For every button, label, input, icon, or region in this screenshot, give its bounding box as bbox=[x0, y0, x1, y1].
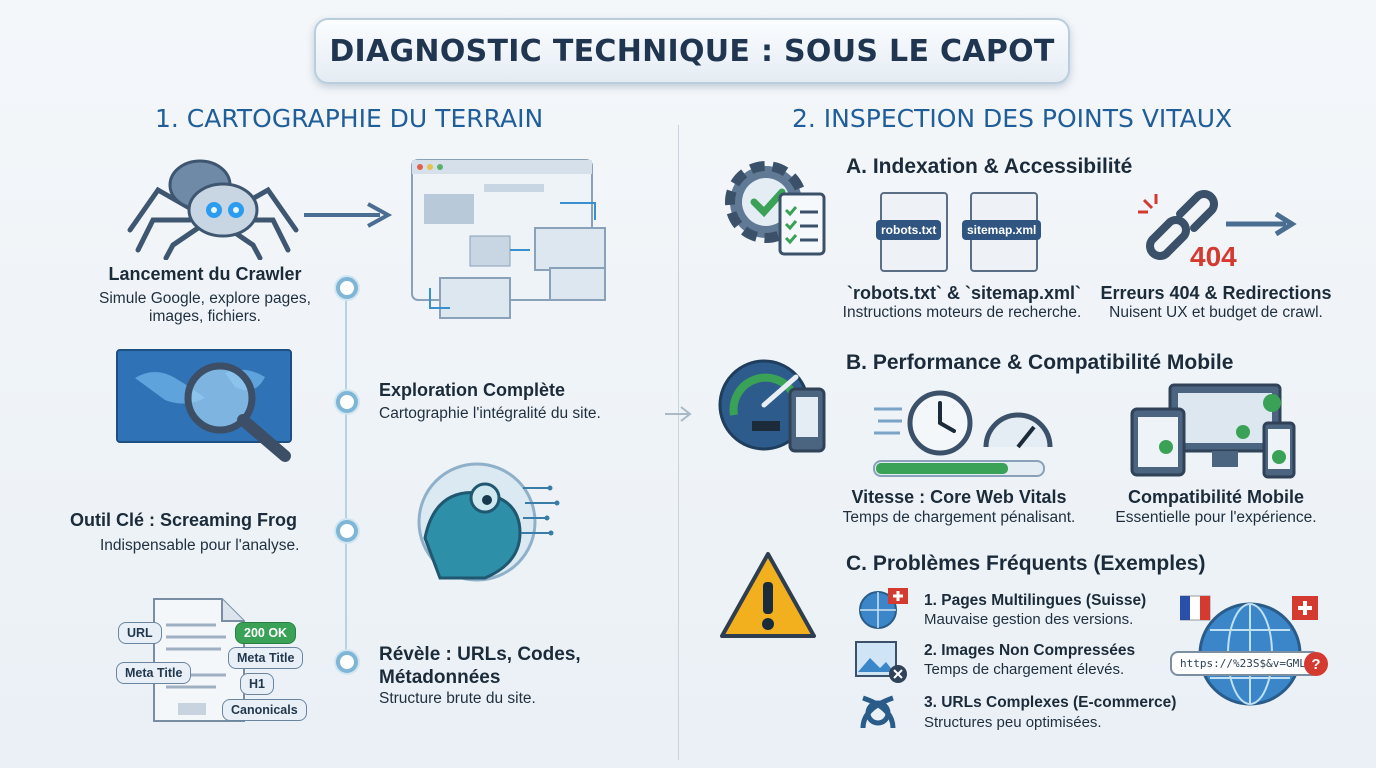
issue-images-title: 2. Images Non Compressées bbox=[924, 642, 1136, 659]
issue-multilingual-desc: Mauvaise gestion des versions. bbox=[924, 611, 1134, 628]
timeline-dot bbox=[336, 391, 358, 413]
timeline-dot bbox=[336, 277, 358, 299]
broken-link-icon bbox=[1138, 190, 1297, 260]
tag-canonicals: Canonicals bbox=[222, 699, 307, 721]
tag-url: URL bbox=[118, 622, 162, 644]
robots-sitemap-title: `robots.txt` & `sitemap.xml` bbox=[846, 283, 1082, 303]
mobile-compat-desc: Essentielle pour l'expérience. bbox=[1115, 509, 1317, 526]
step-exploration-desc: Cartographie l'intégralité du site. bbox=[379, 405, 601, 422]
tag-h1: H1 bbox=[240, 673, 274, 695]
tag-meta-title-2: Meta Title bbox=[116, 662, 192, 684]
issue-multilingual-title: 1. Pages Multilingues (Suisse) bbox=[924, 592, 1147, 609]
section-c-title: C. Problèmes Fréquents (Exemples) bbox=[846, 552, 1206, 575]
image-icon bbox=[855, 641, 907, 683]
section-heading-inspection: 2. INSPECTION DES POINTS VITAUX bbox=[792, 104, 1233, 133]
page-title: DIAGNOSTIC TECHNIQUE : SOUS LE CAPOT bbox=[329, 33, 1055, 69]
core-web-vitals-title: Vitesse : Core Web Vitals bbox=[851, 487, 1067, 507]
clock-gauge-icon bbox=[873, 390, 1053, 477]
issue-urls-title: 3. URLs Complexes (E-commerce) bbox=[924, 694, 1177, 711]
gear-checklist-icon bbox=[725, 161, 826, 256]
timeline-dot bbox=[336, 520, 358, 542]
column-divider bbox=[678, 125, 679, 760]
warning-icon bbox=[720, 552, 816, 638]
step-crawler-title: Lancement du Crawler bbox=[108, 264, 302, 284]
timeline-dot bbox=[336, 651, 358, 673]
site-map-diagram bbox=[411, 159, 606, 319]
document-icon bbox=[153, 598, 245, 722]
chevron-right-icon bbox=[665, 406, 692, 422]
errors-redirects-desc: Nuisent UX et budget de crawl. bbox=[1109, 304, 1323, 321]
complex-url-bar: https://%23S$&v=GML... bbox=[1170, 651, 1326, 676]
svg-text:?: ? bbox=[1311, 656, 1320, 673]
issue-urls-desc: Structures peu optimisées. bbox=[924, 714, 1102, 731]
spider-crawler-icon bbox=[127, 159, 299, 260]
tag-meta-title: Meta Title bbox=[228, 647, 304, 669]
error-404-code: 404 bbox=[1190, 241, 1237, 272]
section-heading-cartographie: 1. CARTOGRAPHIE DU TERRAIN bbox=[155, 104, 544, 133]
tangled-link-icon bbox=[860, 695, 896, 729]
step-screaming-frog-title: Outil Clé : Screaming Frog bbox=[70, 510, 298, 530]
issue-images-desc: Temps de chargement élevés. bbox=[924, 661, 1125, 678]
timeline-line bbox=[345, 285, 347, 665]
mobile-compat-title: Compatibilité Mobile bbox=[1127, 487, 1304, 507]
question-icon: ? bbox=[1304, 652, 1328, 676]
robots-file-label: robots.txt bbox=[876, 220, 942, 240]
sitemap-file-label: sitemap.xml bbox=[962, 220, 1042, 240]
errors-redirects-title: Erreurs 404 & Redirections bbox=[1100, 283, 1332, 303]
page-title-box: DIAGNOSTIC TECHNIQUE : SOUS LE CAPOT bbox=[314, 18, 1070, 84]
step-crawler-desc: Simule Google, explore pages, images, fi… bbox=[99, 290, 311, 325]
section-a-title: A. Indexation & Accessibilité bbox=[846, 155, 1133, 178]
robots-sitemap-desc: Instructions moteurs de recherche. bbox=[842, 304, 1082, 321]
responsive-devices-icon bbox=[1130, 383, 1296, 479]
arrow-right-icon bbox=[304, 202, 393, 228]
step-screaming-frog-desc: Indispensable pour l'analyse. bbox=[100, 537, 300, 554]
step-revele-desc: Structure brute du site. bbox=[379, 690, 536, 707]
map-magnifier-icon bbox=[116, 349, 292, 462]
step-revele-title: Révèle : URLs, Codes, Métadonnées bbox=[379, 644, 581, 688]
globe-flag-icon bbox=[859, 588, 908, 629]
core-web-vitals-desc: Temps de chargement pénalisant. bbox=[842, 509, 1076, 526]
tag-200-ok: 200 OK bbox=[235, 622, 297, 644]
speedometer-mobile-icon bbox=[718, 359, 826, 453]
section-b-title: B. Performance & Compatibilité Mobile bbox=[846, 351, 1234, 374]
step-exploration-title: Exploration Complète bbox=[379, 380, 566, 400]
frog-icon bbox=[417, 462, 560, 582]
